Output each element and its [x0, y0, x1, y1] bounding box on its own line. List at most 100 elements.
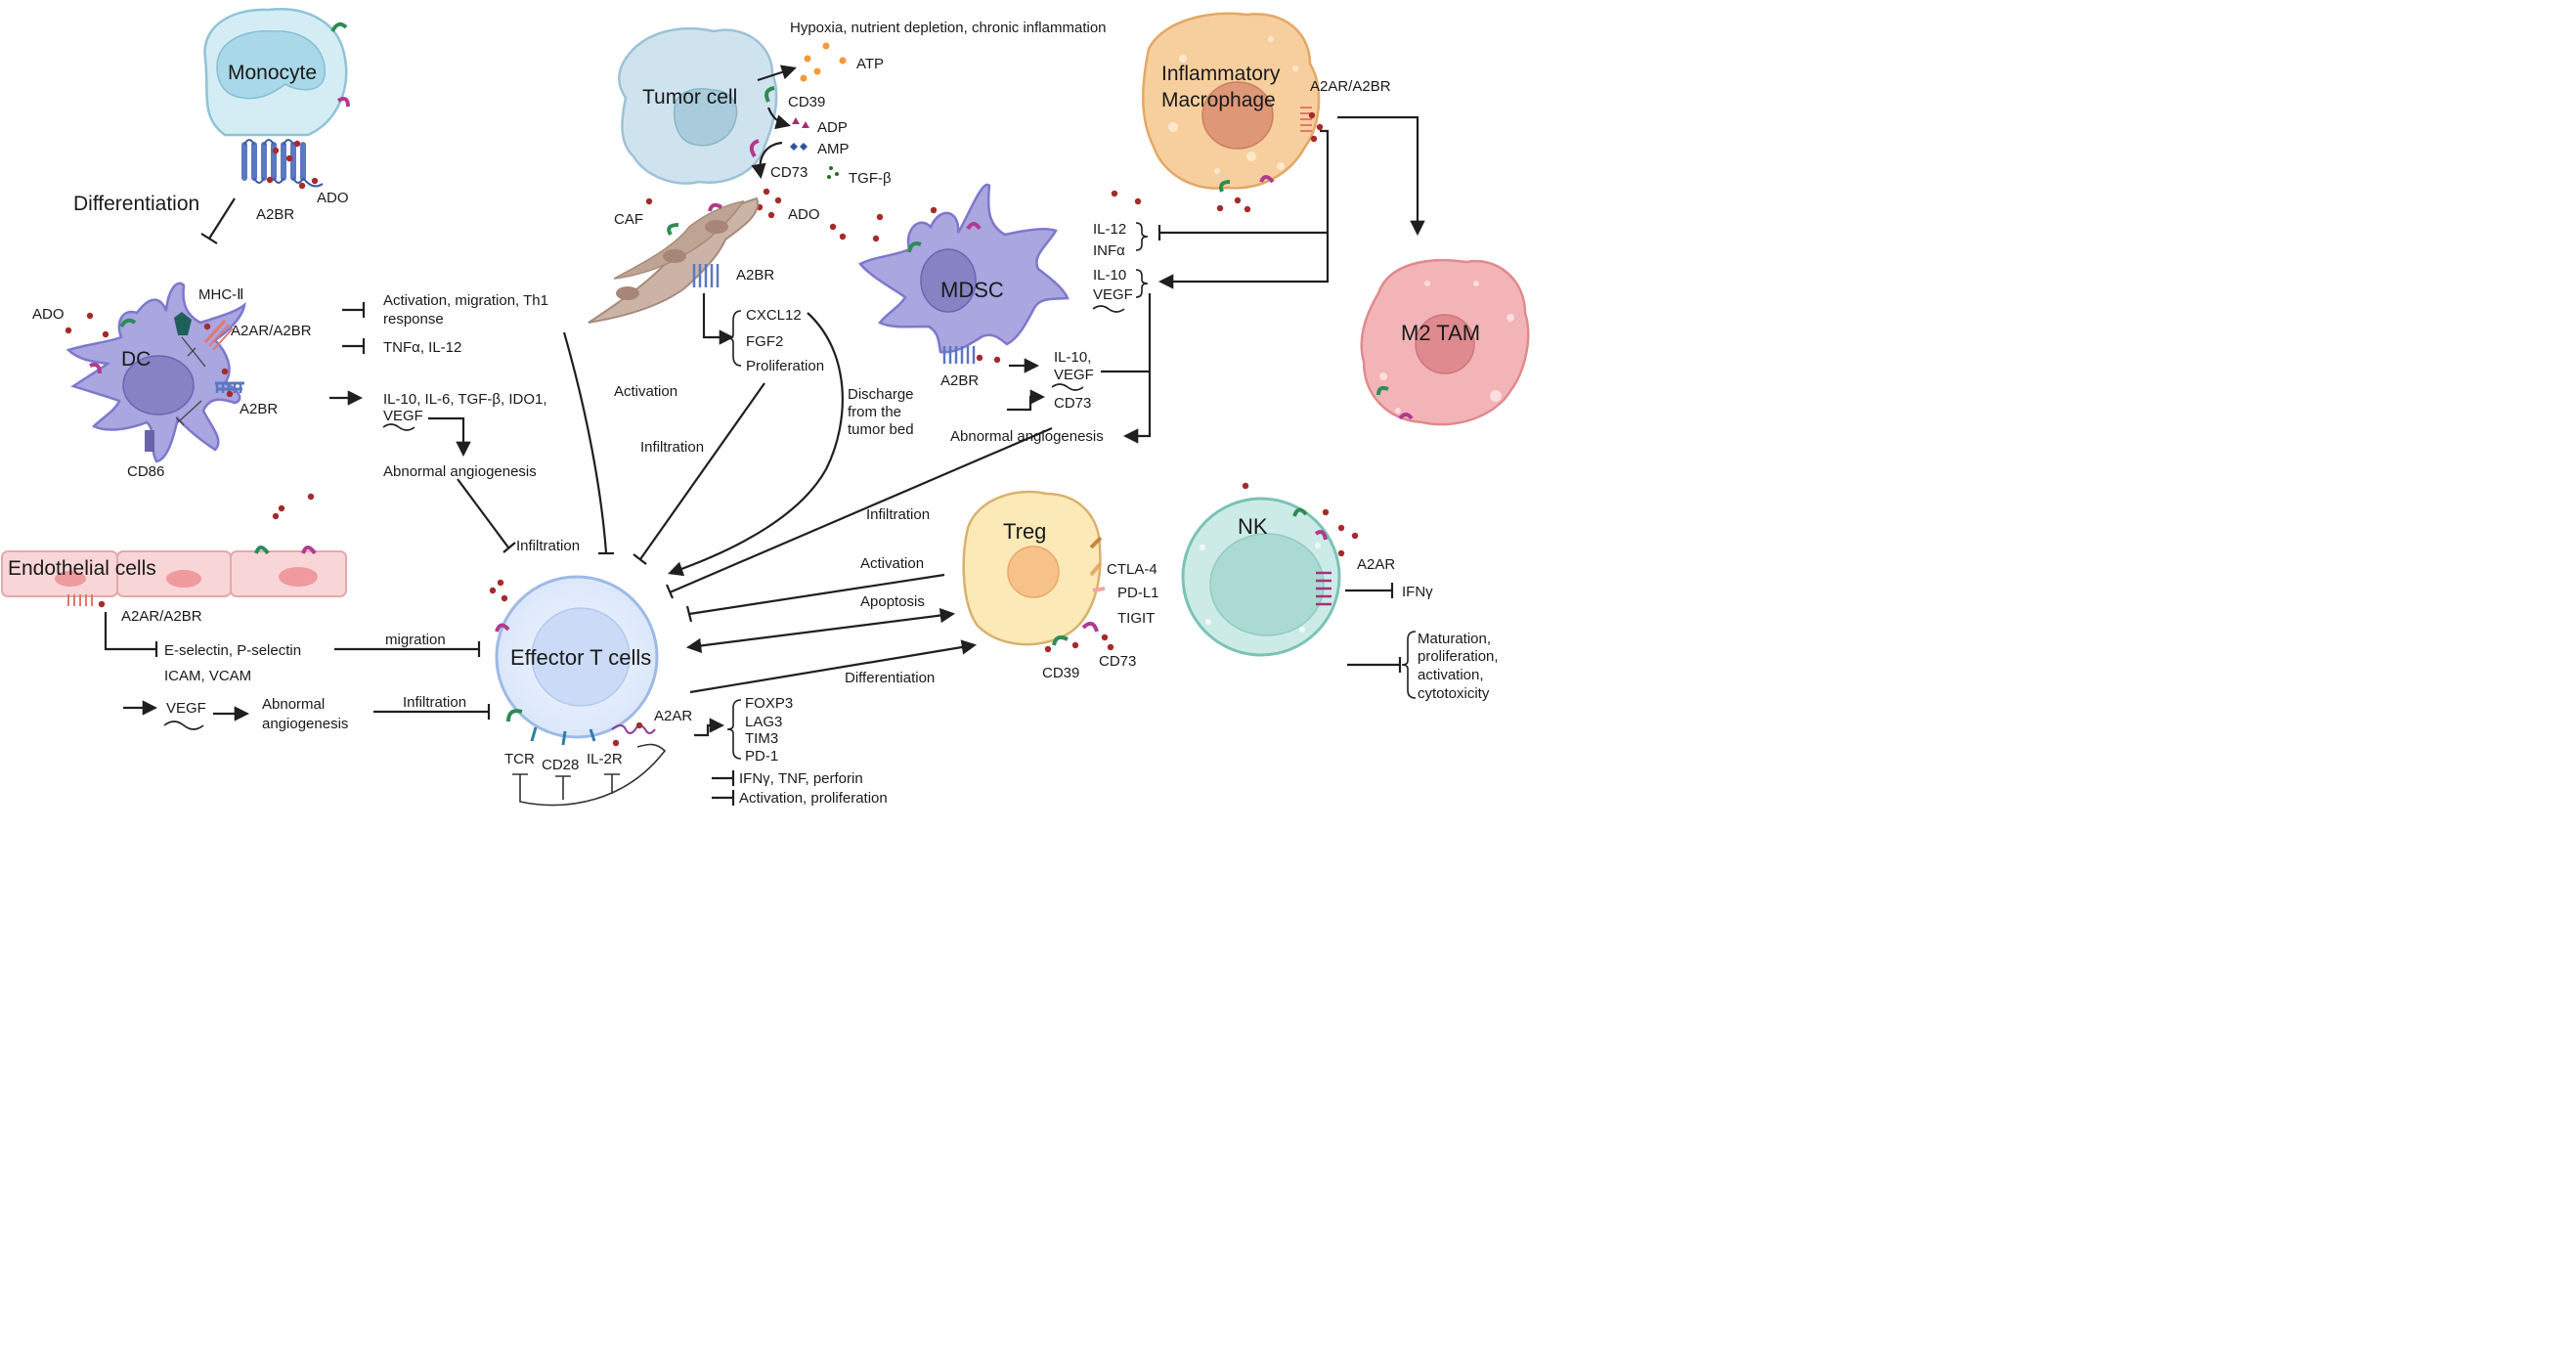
adenosine-pathway-figure: Monocyte A2BR ADO Differentiation DC	[0, 0, 1533, 809]
dc-il10-label: IL-10, IL-6, TGF-β, IDO1,	[383, 391, 547, 408]
mdsc-inhibit-t	[665, 584, 675, 599]
endo-migration-label: migration	[385, 632, 446, 648]
dc-mhc-ii-label: MHC-Ⅱ	[198, 286, 244, 303]
nk-label: NK	[1238, 514, 1268, 539]
t-tim3-label: TIM3	[745, 730, 778, 747]
discharge-label-2: from the	[848, 404, 901, 420]
macrophage-a2ar-icon	[1300, 107, 1312, 132]
mhc-ii-icon	[174, 312, 192, 335]
effector-t-cell	[495, 575, 659, 746]
nk-receptor-magenta-icon	[1314, 530, 1328, 541]
cd28-label: CD28	[542, 757, 579, 773]
t-lag3-label: LAG3	[745, 714, 782, 730]
t-foxp3-label: FOXP3	[745, 695, 793, 712]
caf-label: CAF	[614, 211, 643, 228]
dc-angio-label: Abnormal angiogenesis	[383, 463, 537, 480]
t-activation-label: Activation, proliferation	[739, 790, 888, 807]
macrophage-to-m2-arrow	[1337, 115, 1425, 237]
treg-label: Treg	[1003, 519, 1046, 544]
macrophage-il12-inhibit	[1157, 225, 1328, 240]
mdsc-cd73-promote	[1007, 389, 1046, 412]
caf-cxcl12-label: CXCL12	[746, 307, 802, 324]
treg-cd73-icon	[1081, 621, 1099, 633]
macrophage-infa-label: INFα	[1093, 242, 1125, 259]
monocyte-receptor-magenta-icon	[336, 97, 350, 108]
mdsc-cd73-label: CD73	[1054, 395, 1091, 412]
ado-dot	[293, 140, 301, 148]
hypoxia-label: Hypoxia, nutrient depletion, chronic inf…	[790, 20, 1107, 36]
treg-cd39-label: CD39	[1042, 665, 1079, 681]
macrophage-vegf-label: VEGF	[1093, 286, 1133, 303]
macrophage-il12-label: IL-12	[1093, 221, 1126, 238]
dc-a2br-label: A2BR	[240, 401, 278, 417]
endo-a2ar-a2br-label: A2AR/A2BR	[121, 608, 202, 625]
nk-out-label-1: Maturation,	[1418, 631, 1491, 647]
macrophage-il10-label: IL-10	[1093, 267, 1126, 284]
caf-a2br-icon	[692, 264, 720, 287]
nk-ifng-inhibit	[1345, 583, 1394, 598]
macrophage-a2ar-a2br-label: A2AR/A2BR	[1310, 78, 1391, 95]
infiltration-dc-label: Infiltration	[516, 538, 580, 554]
dc-tnf-label: TNFα, IL-12	[383, 339, 461, 356]
monocyte-inhibit-arrow	[200, 197, 236, 244]
m2-tam-label: M2 TAM	[1401, 321, 1480, 345]
inflammatory-macrophage-cell	[1141, 12, 1321, 193]
nk-a2ar-icon	[1316, 571, 1332, 606]
t-receptor-green-icon	[506, 709, 523, 722]
tumor-cd39-label: CD39	[788, 94, 825, 110]
t-a2ar-icon	[611, 724, 656, 734]
dc-vegf-label: VEGF	[383, 408, 423, 424]
treg-differentiation-label: Differentiation	[845, 670, 935, 686]
nk-ifng-label: IFNγ	[1402, 584, 1433, 600]
endo-angio-label-1: Abnormal	[262, 696, 325, 713]
macrophage-label-1: Inflammatory	[1161, 63, 1281, 85]
dc-cell: DC	[65, 282, 246, 463]
discharge-label-1: Discharge	[848, 386, 914, 403]
caf-a2br-label: A2BR	[736, 267, 774, 284]
treg-tigit-label: TIGIT	[1117, 610, 1155, 627]
monocyte-receptor-green-icon	[330, 22, 348, 32]
tumor-ado-label: ADO	[788, 206, 820, 223]
endo-migration-inhibit	[334, 641, 481, 657]
treg-cd39-icon	[1052, 635, 1069, 646]
endo-a2ar-a2br-icon	[67, 594, 93, 606]
macrophage-label-2: Macrophage	[1161, 89, 1276, 111]
pd-l1-icon	[1089, 561, 1103, 577]
dc-label: DC	[121, 348, 151, 371]
mdsc-a2br-label: A2BR	[940, 372, 979, 389]
cd28-icon	[561, 730, 567, 746]
endo-receptor-green-icon	[254, 546, 270, 555]
nk-out-inhibit	[1347, 657, 1402, 673]
treg-ctla4-label: CTLA-4	[1107, 561, 1157, 578]
macrophage-receptor-green-icon	[1219, 180, 1231, 193]
macrophage-il10-arrow	[1157, 129, 1330, 289]
t-pd1-label: PD-1	[745, 748, 778, 765]
treg-cell	[962, 490, 1106, 646]
m2-tam-cell	[1360, 258, 1530, 426]
monocyte-a2br-label: A2BR	[256, 206, 294, 223]
treg-apoptosis-arrow	[685, 607, 956, 654]
tcr-label: TCR	[504, 751, 535, 767]
tigit-icon	[1092, 587, 1106, 592]
dc-ado-label: ADO	[32, 306, 65, 323]
caf-receptor-green-icon	[667, 223, 679, 237]
endo-infiltration-inhibit	[373, 704, 491, 720]
caf-cell	[588, 197, 760, 324]
t-ifng-label: IFNγ, TNF, perforin	[739, 770, 863, 787]
endo-inhibit-selectin	[104, 612, 158, 657]
endothelial-label: Endothelial cells	[8, 557, 156, 580]
nk-out-label-3: activation,	[1418, 667, 1484, 683]
adp-label: ADP	[817, 119, 848, 136]
treg-pdl1-label: PD-L1	[1117, 585, 1159, 601]
activation-dc-label: Activation	[614, 383, 677, 400]
ado-dot	[266, 176, 274, 184]
ado-dot	[272, 147, 280, 154]
caf-receptor-magenta-icon	[708, 202, 723, 212]
endo-icam-label: ICAM, VCAM	[164, 668, 251, 684]
infiltration-mdsc-label: Infiltration	[866, 506, 930, 523]
monocyte-a2br-receptor-icon	[241, 139, 324, 188]
ado-dot	[285, 154, 293, 162]
endo-receptor-magenta-icon	[301, 546, 317, 555]
nk-out-label-4: cytotoxicity	[1418, 685, 1490, 702]
mdsc-angio-label: Abnormal angiogenesis	[950, 428, 1104, 445]
